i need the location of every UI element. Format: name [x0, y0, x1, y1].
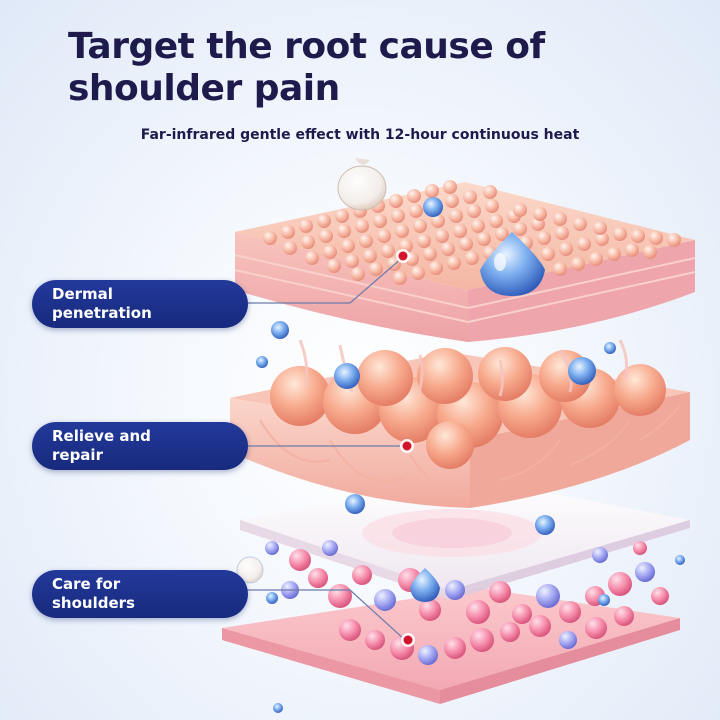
pointer-lines	[246, 257, 406, 641]
label-relieve-and-repair: Relieve and repair	[32, 422, 248, 470]
label-dermal-penetration: Dermal penetration	[32, 280, 248, 328]
middle-layer	[230, 339, 690, 508]
water-droplets	[236, 158, 685, 713]
label-relieve-and-repair-text: Relieve and repair	[52, 427, 151, 464]
top-layer	[234, 180, 696, 342]
label-care-for-shoulders: Care for shoulders	[32, 570, 248, 618]
label-care-for-shoulders-text: Care for shoulders	[52, 575, 135, 612]
page-title: Target the root cause of shoulder pain	[68, 26, 545, 109]
page-subtitle: Far-infrared gentle effect with 12-hour …	[140, 127, 580, 143]
label-dermal-penetration-text: Dermal penetration	[52, 285, 152, 322]
bottom-layer	[222, 478, 690, 704]
pointer-dots	[396, 249, 415, 647]
